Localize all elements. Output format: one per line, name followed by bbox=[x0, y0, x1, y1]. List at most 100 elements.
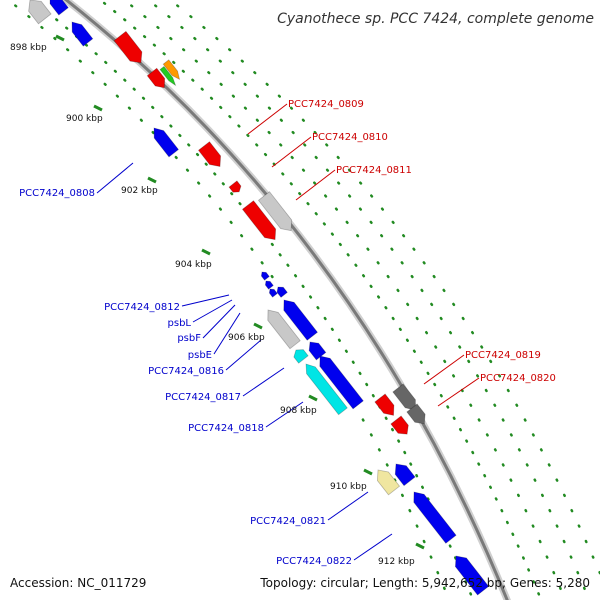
leader-line bbox=[192, 299, 233, 323]
tick-mark bbox=[415, 542, 425, 550]
gene-shape bbox=[305, 363, 348, 416]
topology-text: Topology: circular; Length: 5,942,652 bp… bbox=[259, 576, 590, 590]
gene-arrow bbox=[162, 59, 181, 81]
gene-arrow bbox=[305, 363, 348, 416]
accession-text: Accession: NC_011729 bbox=[10, 576, 146, 590]
gene-shape bbox=[319, 355, 364, 410]
track-guide bbox=[98, 0, 543, 600]
tick-labels: 898 kbp 900 kbp 902 kbp 904 kbp 906 kbp … bbox=[10, 43, 415, 567]
tick-mark bbox=[253, 322, 263, 330]
gene-shape bbox=[264, 280, 274, 290]
reverse-gene-labels: PCC7424_0808 PCC7424_0812 psbL psbF psbE… bbox=[19, 188, 352, 567]
gene-label[interactable]: PCC7424_0816 bbox=[148, 366, 224, 377]
gene-label[interactable]: psbL bbox=[168, 318, 192, 329]
leader-line bbox=[353, 533, 393, 561]
gene-features bbox=[28, 0, 490, 596]
tick-mark bbox=[93, 104, 103, 112]
genome-backbone-line bbox=[63, 0, 509, 600]
tick-label: 904 kbp bbox=[175, 260, 212, 270]
gene-arrow bbox=[267, 309, 301, 350]
gene-shape bbox=[197, 141, 222, 167]
forward-gene-labels: PCC7424_0809 PCC7424_0810 PCC7424_0811 P… bbox=[288, 99, 556, 384]
gene-arrow bbox=[113, 30, 143, 64]
track-guide bbox=[168, 0, 600, 577]
gene-arrow bbox=[406, 403, 426, 425]
gene-arrow bbox=[455, 555, 490, 596]
gene-arrow bbox=[153, 127, 179, 158]
gene-label[interactable]: PCC7424_0809 bbox=[288, 99, 364, 110]
tick-mark bbox=[363, 468, 373, 476]
gene-shape bbox=[390, 415, 409, 435]
gene-shape bbox=[268, 288, 278, 298]
gene-shape bbox=[374, 393, 395, 416]
leader-line bbox=[242, 367, 285, 397]
tick-label: 910 kbp bbox=[330, 482, 367, 492]
gene-label[interactable]: PCC7424_0820 bbox=[480, 373, 556, 384]
gene-label[interactable]: PCC7424_0812 bbox=[104, 302, 180, 313]
gene-arrow bbox=[146, 67, 166, 89]
tick-label: 898 kbp bbox=[10, 43, 47, 53]
gene-shape bbox=[260, 271, 270, 281]
gene-arrow bbox=[293, 349, 309, 364]
track-guide bbox=[6, 0, 451, 600]
leader-line bbox=[327, 491, 369, 521]
leader-line bbox=[202, 304, 236, 339]
gene-arrow bbox=[260, 271, 270, 281]
gene-shape bbox=[276, 286, 288, 298]
gene-label[interactable]: psbF bbox=[177, 333, 201, 344]
leader-line bbox=[265, 401, 304, 428]
gene-label[interactable]: PCC7424_0817 bbox=[165, 392, 241, 403]
gene-arrow bbox=[257, 191, 293, 232]
gene-shape bbox=[228, 180, 242, 193]
gene-arrow bbox=[394, 463, 416, 487]
tick-mark bbox=[201, 248, 211, 256]
gene-arrow bbox=[319, 355, 364, 410]
gene-arrow bbox=[197, 141, 222, 167]
gene-shape bbox=[283, 299, 319, 341]
gene-arrow bbox=[49, 0, 69, 16]
gene-arrow bbox=[28, 0, 52, 25]
tick-label: 900 kbp bbox=[66, 114, 103, 124]
gene-shape bbox=[267, 309, 301, 350]
gene-shape bbox=[455, 555, 490, 596]
leader-line bbox=[247, 103, 288, 135]
gene-shape bbox=[49, 0, 69, 16]
gene-arrow bbox=[71, 21, 94, 47]
gene-label[interactable]: PCC7424_0811 bbox=[336, 165, 412, 176]
gene-arrow bbox=[159, 65, 177, 87]
gene-label[interactable]: PCC7424_0818 bbox=[188, 423, 264, 434]
leader-line bbox=[213, 312, 241, 355]
gene-label[interactable]: PCC7424_0821 bbox=[250, 516, 326, 527]
gene-arrow bbox=[374, 393, 395, 416]
leader-line bbox=[225, 339, 262, 371]
gene-label[interactable]: PCC7424_0822 bbox=[276, 556, 352, 567]
tick-label: 902 kbp bbox=[121, 186, 158, 196]
tick-mark bbox=[55, 34, 65, 42]
tick-label: 908 kbp bbox=[280, 406, 317, 416]
tick-label: 906 kbp bbox=[228, 333, 265, 343]
tick-mark bbox=[147, 176, 157, 184]
gene-arrow bbox=[228, 180, 242, 193]
gene-shape bbox=[392, 383, 416, 411]
gene-shape bbox=[377, 469, 401, 496]
gene-shape bbox=[241, 200, 277, 241]
gene-label[interactable]: PCC7424_0819 bbox=[465, 350, 541, 361]
tick-mark bbox=[308, 394, 318, 402]
leader-line bbox=[271, 136, 312, 168]
gene-arrow bbox=[308, 341, 327, 361]
leader-line bbox=[96, 162, 134, 194]
gene-label[interactable]: psbE bbox=[188, 350, 212, 361]
gene-arrow bbox=[392, 383, 416, 411]
gene-label[interactable]: PCC7424_0810 bbox=[312, 132, 388, 143]
gene-label[interactable]: PCC7424_0808 bbox=[19, 188, 95, 199]
gene-shape bbox=[162, 59, 181, 81]
gene-arrow bbox=[283, 299, 319, 341]
gene-shape bbox=[159, 65, 177, 87]
gene-shape bbox=[113, 30, 143, 64]
gene-shape bbox=[394, 463, 416, 487]
gene-arrow bbox=[377, 469, 401, 496]
leader-line bbox=[295, 169, 336, 201]
genome-backbone bbox=[60, 0, 511, 600]
